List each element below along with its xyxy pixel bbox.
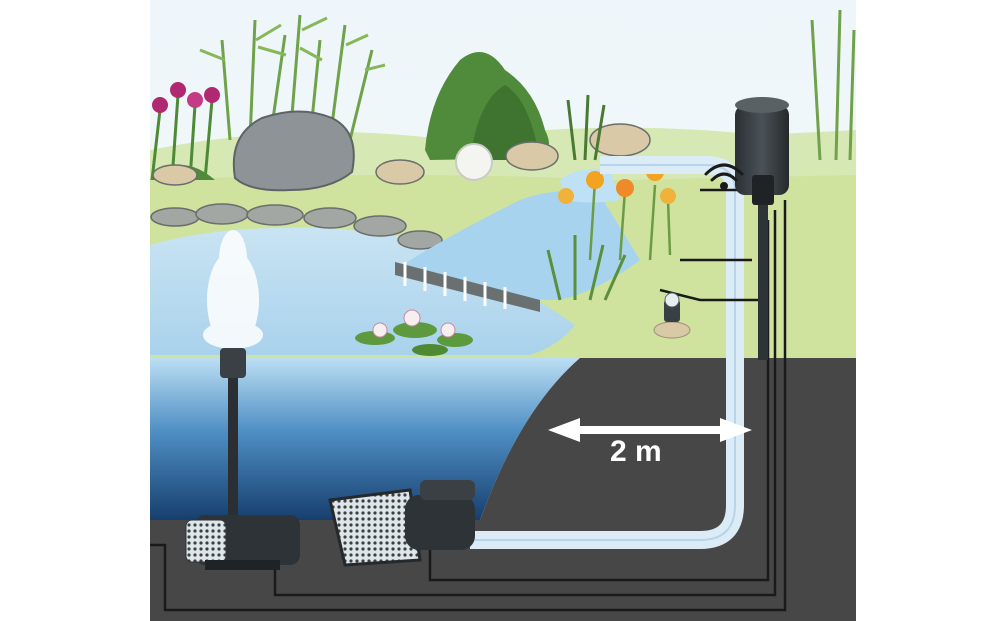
pond-water [150, 358, 580, 520]
edge-stones [150, 123, 651, 250]
large-rock-icon [232, 110, 355, 192]
water-lilies-icon [355, 309, 473, 356]
stream-waterfall [395, 168, 640, 312]
fountain-spray [203, 230, 263, 350]
distance-arrow [548, 418, 752, 442]
bamboo-plants-icon [199, 9, 856, 161]
reeds-icon [546, 94, 627, 301]
distance-label: 2 m [610, 435, 662, 468]
spotlight-icon [653, 292, 691, 339]
pond-surface [150, 227, 575, 355]
conifer-bush-icon [425, 52, 549, 160]
floating-light-icon [455, 143, 493, 181]
filter-pump-icon [328, 480, 475, 567]
soil [150, 358, 856, 621]
control-unit-icon [735, 97, 789, 360]
wifi-icon [704, 163, 744, 190]
fountain-pump-icon [185, 348, 300, 570]
